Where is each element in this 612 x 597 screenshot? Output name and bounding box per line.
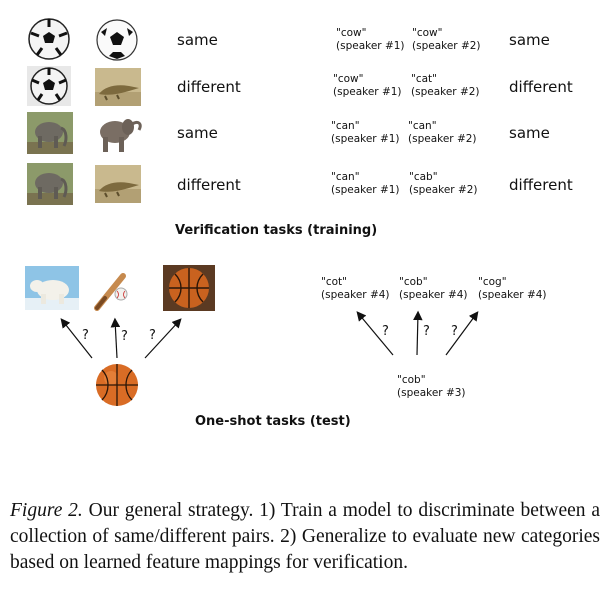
baseball-bat-image bbox=[94, 273, 128, 311]
candidate-word: "cob" bbox=[399, 276, 428, 288]
speaker-a-id: (speaker #1) bbox=[331, 184, 400, 196]
caption-text: Our general strategy. 1) Train a model t… bbox=[10, 499, 600, 573]
test-title: One-shot tasks (test) bbox=[195, 414, 351, 429]
basketball-image bbox=[96, 364, 138, 406]
speaker-a-word: "cow" bbox=[336, 27, 367, 39]
question-mark: ? bbox=[149, 328, 156, 343]
speech-pair-label: different bbox=[509, 176, 573, 194]
query-speaker: (speaker #3) bbox=[397, 387, 466, 399]
speaker-b-id: (speaker #2) bbox=[409, 184, 478, 196]
speaker-a-id: (speaker #1) bbox=[336, 40, 405, 52]
soccer-ball-image bbox=[28, 18, 70, 60]
speaker-a-word: "can" bbox=[331, 171, 360, 183]
image-pair-label: different bbox=[177, 176, 241, 194]
candidate-speaker: (speaker #4) bbox=[399, 289, 468, 301]
speech-pair-label: different bbox=[509, 78, 573, 96]
speaker-b-word: "cow" bbox=[412, 27, 443, 39]
crocodile-image bbox=[95, 165, 141, 203]
speaker-b-word: "cat" bbox=[411, 73, 437, 85]
question-mark: ? bbox=[451, 324, 458, 339]
speaker-a-word: "cow" bbox=[333, 73, 364, 85]
training-title: Verification tasks (training) bbox=[175, 223, 378, 238]
question-mark: ? bbox=[121, 329, 128, 344]
figure: same "cow" (speaker #1) "cow" (speaker #… bbox=[25, 18, 573, 429]
speaker-b-word: "can" bbox=[408, 120, 437, 132]
elephant-image bbox=[27, 163, 73, 205]
caption-label: Figure 2. bbox=[10, 499, 83, 521]
basketball-image bbox=[163, 265, 215, 311]
speaker-a-id: (speaker #1) bbox=[331, 133, 400, 145]
query-word: "cob" bbox=[397, 374, 426, 386]
speech-pair-label: same bbox=[509, 31, 550, 49]
image-pair-label: different bbox=[177, 78, 241, 96]
speaker-a-id: (speaker #1) bbox=[333, 86, 402, 98]
speech-pair-label: same bbox=[509, 124, 550, 142]
soccer-ball-image bbox=[27, 66, 71, 106]
question-mark: ? bbox=[423, 324, 430, 339]
figure-caption: Figure 2. Our general strategy. 1) Train… bbox=[10, 498, 600, 576]
candidate-word: "cog" bbox=[478, 276, 507, 288]
crocodile-image bbox=[95, 68, 141, 106]
speaker-b-id: (speaker #2) bbox=[408, 133, 477, 145]
elephant-image bbox=[100, 119, 142, 152]
question-mark: ? bbox=[382, 324, 389, 339]
polar-bear-image bbox=[25, 266, 79, 310]
speaker-a-word: "can" bbox=[331, 120, 360, 132]
candidate-speaker: (speaker #4) bbox=[321, 289, 390, 301]
candidate-word: "cot" bbox=[321, 276, 347, 288]
question-mark: ? bbox=[82, 328, 89, 343]
speaker-b-id: (speaker #2) bbox=[412, 40, 481, 52]
candidate-speaker: (speaker #4) bbox=[478, 289, 547, 301]
image-arrows bbox=[60, 310, 479, 359]
elephant-image bbox=[27, 112, 73, 154]
speaker-b-word: "cab" bbox=[409, 171, 438, 183]
speaker-b-id: (speaker #2) bbox=[411, 86, 480, 98]
soccer-ball-image bbox=[96, 19, 138, 61]
image-pair-label: same bbox=[177, 124, 218, 142]
image-pair-label: same bbox=[177, 31, 218, 49]
